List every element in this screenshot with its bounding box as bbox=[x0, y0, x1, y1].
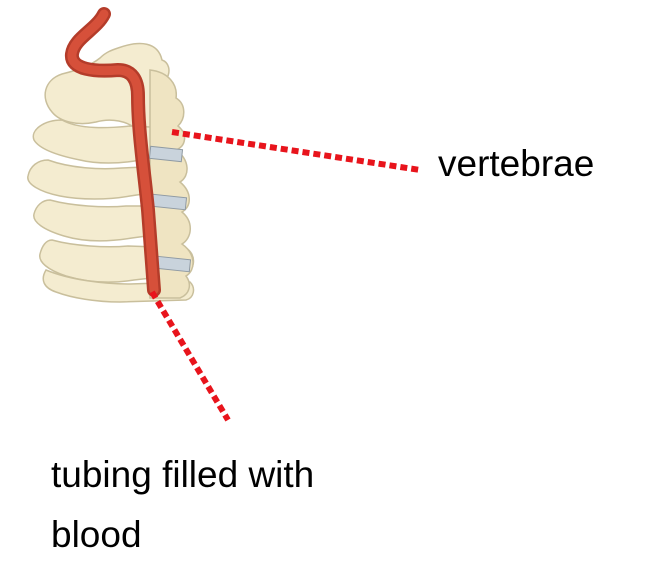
tubing-label: tubing filled with blood bbox=[51, 445, 411, 565]
vertebrae-label: vertebrae bbox=[438, 140, 594, 188]
tubing-leader-line bbox=[152, 292, 228, 420]
vertebrae-leader-line bbox=[172, 132, 420, 170]
cervical-spine-illustration bbox=[28, 14, 194, 302]
